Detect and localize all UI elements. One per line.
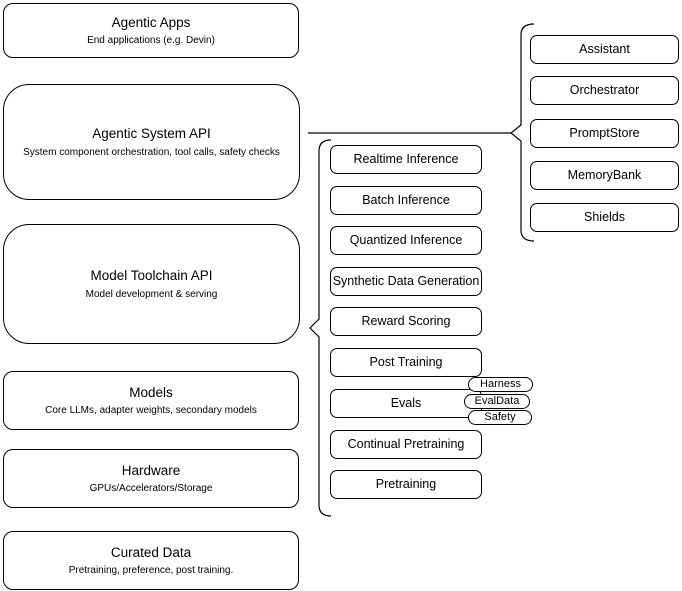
tag-harness: Harness bbox=[468, 377, 533, 392]
tag-label: EvalData bbox=[474, 395, 520, 407]
node-subtitle: End applications (e.g. Devin) bbox=[87, 35, 215, 47]
node-subtitle: Pretraining, preference, post training. bbox=[68, 565, 234, 577]
node-title: Curated Data bbox=[110, 544, 192, 560]
node-model-toolchain-api: Model Toolchain API Model development & … bbox=[3, 224, 300, 344]
node-label: Batch Inference bbox=[362, 192, 450, 207]
node-title: Agentic System API bbox=[92, 126, 211, 142]
node-shields: Shields bbox=[530, 203, 679, 232]
tag-evaldata: EvalData bbox=[464, 394, 530, 409]
node-synthetic-data-generation: Synthetic Data Generation bbox=[330, 267, 482, 296]
node-title: Models bbox=[129, 384, 173, 400]
node-evals: Evals bbox=[330, 389, 482, 418]
node-hardware: Hardware GPUs/Accelerators/Storage bbox=[3, 449, 299, 508]
node-label: Evals bbox=[390, 395, 422, 410]
node-promptstore: PromptStore bbox=[530, 119, 679, 148]
tag-label: Safety bbox=[484, 411, 516, 423]
node-pretraining: Pretraining bbox=[330, 470, 482, 499]
node-reward-scoring: Reward Scoring bbox=[330, 307, 482, 336]
node-agentic-apps: Agentic Apps End applications (e.g. Devi… bbox=[3, 3, 299, 58]
node-title: Agentic Apps bbox=[111, 14, 191, 30]
node-label: Continual Pretraining bbox=[347, 436, 465, 451]
node-post-training: Post Training bbox=[330, 348, 482, 377]
node-models: Models Core LLMs, adapter weights, secon… bbox=[3, 371, 299, 430]
node-label: Shields bbox=[584, 209, 625, 224]
node-agentic-system-api: Agentic System API System component orch… bbox=[3, 84, 300, 200]
node-label: Assistant bbox=[579, 41, 630, 56]
node-title: Hardware bbox=[121, 462, 181, 478]
system-stack-brace bbox=[510, 23, 535, 242]
node-label: PromptStore bbox=[569, 125, 640, 140]
node-label: Quantized Inference bbox=[349, 232, 463, 247]
node-orchestrator: Orchestrator bbox=[530, 76, 679, 105]
node-realtime-inference: Realtime Inference bbox=[330, 145, 482, 174]
node-label: MemoryBank bbox=[567, 167, 642, 182]
node-label: Synthetic Data Generation bbox=[332, 273, 480, 288]
node-subtitle: Model development & serving bbox=[85, 288, 218, 300]
node-memorybank: MemoryBank bbox=[530, 161, 679, 190]
toolchain-stack-brace bbox=[309, 139, 332, 517]
node-title: Model Toolchain API bbox=[90, 268, 213, 284]
node-label: Orchestrator bbox=[569, 82, 640, 97]
node-subtitle: System component orchestration, tool cal… bbox=[23, 146, 280, 158]
node-label: Reward Scoring bbox=[361, 313, 451, 328]
node-subtitle: GPUs/Accelerators/Storage bbox=[89, 483, 213, 495]
node-batch-inference: Batch Inference bbox=[330, 186, 482, 215]
tag-safety: Safety bbox=[468, 410, 532, 425]
node-quantized-inference: Quantized Inference bbox=[330, 226, 482, 255]
node-curated-data: Curated Data Pretraining, preference, po… bbox=[3, 531, 299, 590]
node-assistant: Assistant bbox=[530, 35, 679, 64]
node-label: Pretraining bbox=[375, 476, 437, 491]
node-label: Post Training bbox=[369, 354, 443, 369]
tag-label: Harness bbox=[480, 378, 521, 390]
node-subtitle: Core LLMs, adapter weights, secondary mo… bbox=[45, 405, 257, 417]
node-continual-pretraining: Continual Pretraining bbox=[330, 430, 482, 459]
node-label: Realtime Inference bbox=[353, 151, 459, 166]
